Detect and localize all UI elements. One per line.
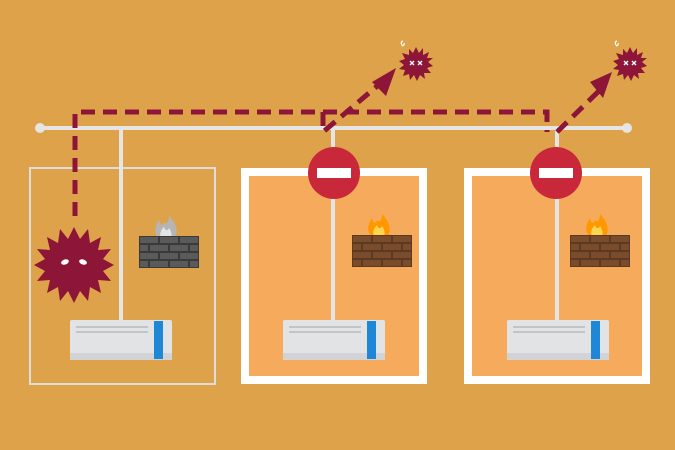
no-entry-icon <box>530 147 582 199</box>
bus-end-left <box>35 123 45 133</box>
arrow-head-icon <box>590 72 612 98</box>
bus-end-right <box>622 123 632 133</box>
virus-icon <box>398 40 434 82</box>
virus-icon <box>612 40 648 82</box>
virus-icon <box>34 227 114 303</box>
no-entry-icon <box>308 147 360 199</box>
arrow-head-icon <box>372 68 396 96</box>
infection-path <box>72 80 606 216</box>
server-icon <box>69 319 173 361</box>
server-icon <box>282 319 386 361</box>
firewall-icon <box>139 216 199 268</box>
server-icon <box>506 319 610 361</box>
